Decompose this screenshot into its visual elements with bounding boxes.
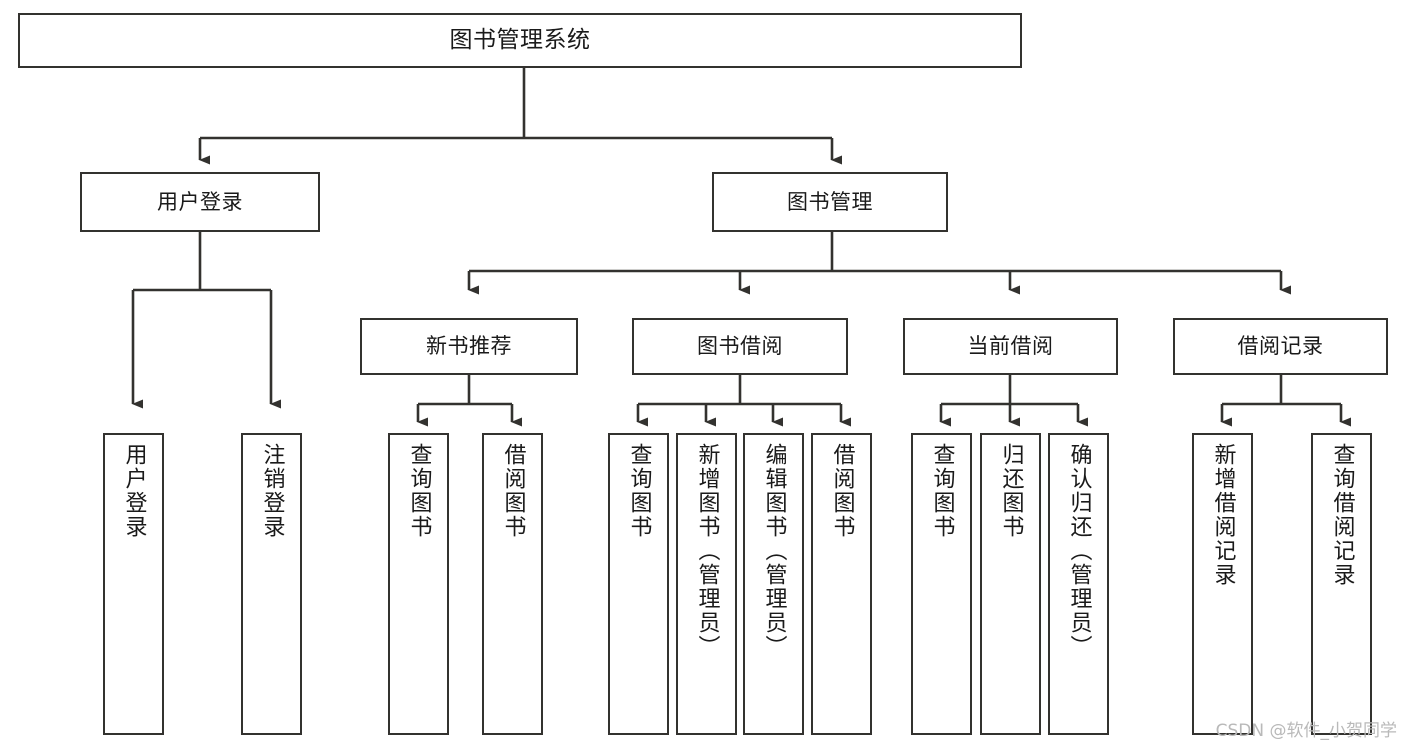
node-leaf-confirm-return-label: 确认归还（管理员）	[1066, 443, 1092, 659]
node-leaf-borrow-book-2-label: 借阅图书	[829, 443, 855, 539]
node-leaf-query-book-3[interactable]: 查询图书	[911, 433, 972, 735]
node-leaf-query-book-2[interactable]: 查询图书	[608, 433, 669, 735]
node-leaf-borrow-book-1-label: 借阅图书	[500, 443, 526, 539]
node-leaf-return-book[interactable]: 归还图书	[980, 433, 1041, 735]
node-book-management-label: 图书管理	[787, 189, 873, 214]
node-leaf-return-book-label: 归还图书	[998, 443, 1024, 539]
node-leaf-add-book[interactable]: 新增图书（管理员）	[676, 433, 737, 735]
node-borrow-record-label: 借阅记录	[1237, 334, 1324, 359]
node-current-borrow-label: 当前借阅	[967, 334, 1054, 359]
node-user-login[interactable]: 用户登录	[80, 172, 320, 232]
node-borrow-record[interactable]: 借阅记录	[1173, 318, 1388, 375]
node-book-management[interactable]: 图书管理	[712, 172, 948, 232]
node-new-book-recommend[interactable]: 新书推荐	[360, 318, 578, 375]
node-leaf-edit-book-label: 编辑图书（管理员）	[761, 443, 787, 659]
node-leaf-user-login-label: 用户登录	[121, 443, 147, 539]
node-leaf-edit-book[interactable]: 编辑图书（管理员）	[743, 433, 804, 735]
node-new-book-recommend-label: 新书推荐	[426, 334, 512, 359]
node-root[interactable]: 图书管理系统	[18, 13, 1022, 68]
node-leaf-query-book-3-label: 查询图书	[929, 443, 955, 539]
node-leaf-confirm-return[interactable]: 确认归还（管理员）	[1048, 433, 1109, 735]
node-leaf-query-record[interactable]: 查询借阅记录	[1311, 433, 1372, 735]
node-leaf-borrow-book-1[interactable]: 借阅图书	[482, 433, 543, 735]
node-leaf-query-record-label: 查询借阅记录	[1329, 443, 1355, 587]
node-user-login-label: 用户登录	[157, 189, 243, 214]
node-leaf-query-book-2-label: 查询图书	[626, 443, 652, 539]
node-root-label: 图书管理系统	[449, 26, 591, 53]
node-leaf-add-book-label: 新增图书（管理员）	[694, 443, 720, 659]
node-leaf-borrow-book-2[interactable]: 借阅图书	[811, 433, 872, 735]
node-leaf-add-record-label: 新增借阅记录	[1210, 443, 1236, 587]
node-book-borrow-label: 图书借阅	[697, 334, 783, 359]
node-current-borrow[interactable]: 当前借阅	[903, 318, 1118, 375]
node-book-borrow[interactable]: 图书借阅	[632, 318, 848, 375]
node-leaf-add-record[interactable]: 新增借阅记录	[1192, 433, 1253, 735]
node-leaf-query-book-1-label: 查询图书	[406, 443, 432, 539]
node-leaf-user-login[interactable]: 用户登录	[103, 433, 164, 735]
node-leaf-logout-login[interactable]: 注销登录	[241, 433, 302, 735]
node-leaf-logout-login-label: 注销登录	[259, 443, 285, 539]
node-leaf-query-book-1[interactable]: 查询图书	[388, 433, 449, 735]
